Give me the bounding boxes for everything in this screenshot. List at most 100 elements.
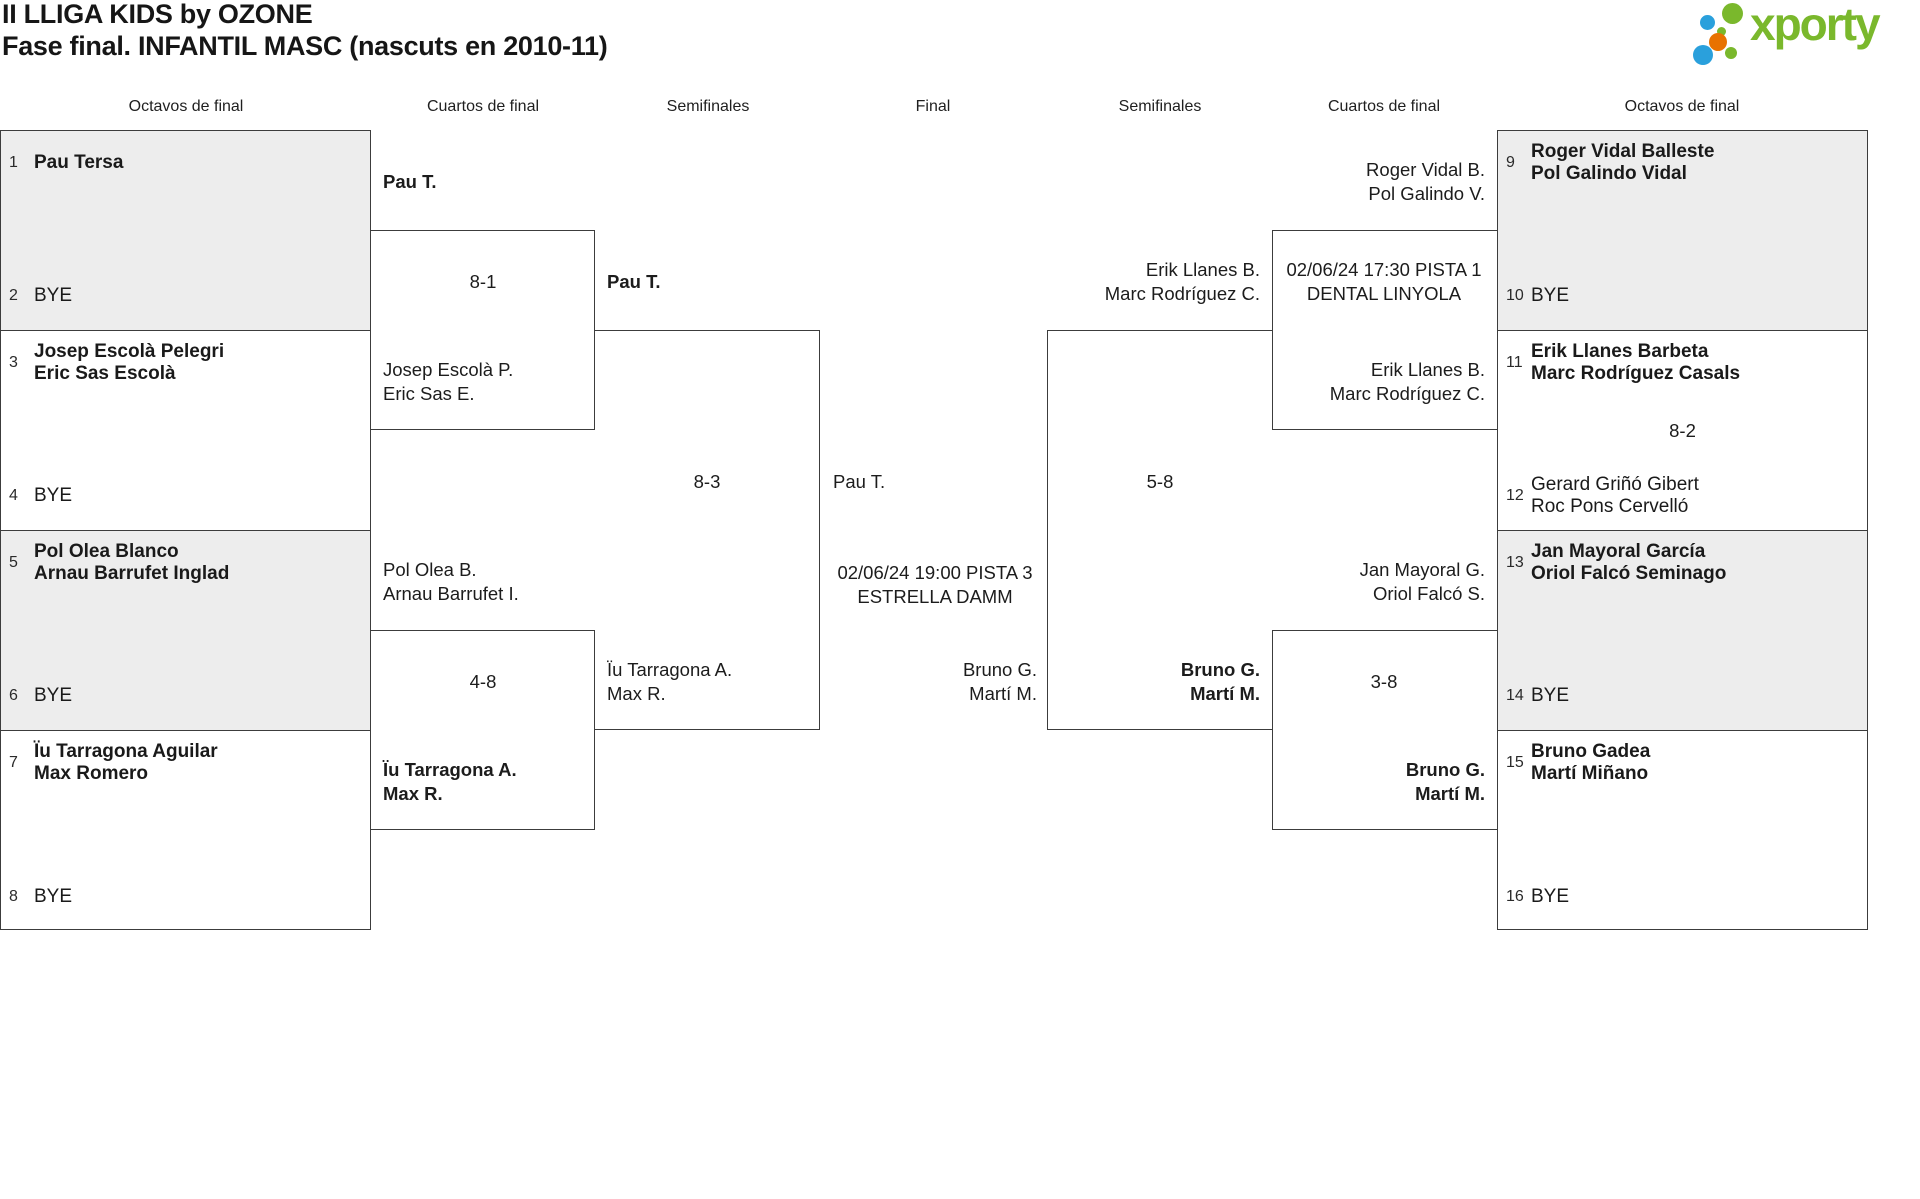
final-left-team: Pau T. [833, 471, 886, 492]
quarterfinal-left-2-lines [371, 630, 595, 830]
qf-right2-bottom-team: Bruno G. Martí M. [1405, 759, 1485, 804]
round-header-cuartos-right: Cuartos de final [1327, 98, 1441, 115]
final-match-info: 02/06/24 19:00 PISTA 3 ESTRELLA DAMM [837, 562, 1033, 607]
bracket-entry: 1 Pau Tersa [9, 141, 364, 185]
qf-left1-score: 8-1 [469, 271, 497, 292]
qf-left1-bottom-team: Josep Escolà P. Eric Sas E. [383, 359, 514, 404]
bracket-entry: 4 BYE [9, 474, 364, 518]
team-name: Jan Mayoral García Oriol Falcó Seminago [1531, 541, 1727, 584]
bracket-entry: 12 Gerard Griñó Gibert Roc Pons Cervelló [1506, 474, 1861, 518]
octavos-right-column: 9 Roger Vidal Balleste Pol Galindo Vidal… [1497, 130, 1868, 930]
bracket-entry: 3 Josep Escolà Pelegri Eric Sas Escolà [9, 341, 364, 385]
match-box-7-8: 7 Ïu Tarragona Aguilar Max Romero 8 BYE [1, 731, 370, 931]
bracket-entry: 9 Roger Vidal Balleste Pol Galindo Vidal [1506, 141, 1861, 185]
round-header-final: Final [915, 98, 951, 115]
team-name: Pau Tersa [34, 152, 124, 173]
qf-right1-top-team: Roger Vidal B. Pol Galindo V. [1366, 159, 1485, 204]
bracket-entry: 13 Jan Mayoral García Oriol Falcó Semina… [1506, 541, 1861, 585]
match-score: 8-2 [1669, 419, 1696, 441]
team-name: BYE [34, 485, 73, 506]
team-name: Josep Escolà Pelegri Eric Sas Escolà [34, 341, 225, 384]
logo-dot-green-tiny [1717, 27, 1726, 36]
page-title: II LLIGA KIDS by OZONE Fase final. INFAN… [2, 0, 608, 62]
seed-number: 12 [1506, 487, 1524, 504]
team-name: Roger Vidal Balleste Pol Galindo Vidal [1531, 141, 1715, 184]
sf-left-top-team: Pau T. [607, 271, 661, 292]
team-name: Bruno Gadea Martí Miñano [1531, 741, 1651, 784]
qf-right1-match-info: 02/06/24 17:30 PISTA 1 DENTAL LINYOLA [1286, 259, 1482, 304]
bracket-entry: 6 BYE [9, 674, 364, 718]
quarterfinal-right-2-lines [1272, 630, 1497, 830]
team-name: BYE [1531, 886, 1570, 907]
team-name: Pol Olea Blanco Arnau Barrufet Inglad [34, 541, 230, 584]
seed-number: 7 [9, 754, 18, 771]
sf-right-score: 5-8 [1146, 471, 1174, 492]
seed-number: 3 [9, 354, 18, 371]
sf-right-top-team: Erik Llanes B. Marc Rodríguez C. [1104, 259, 1260, 304]
bracket-entry: 2 BYE [9, 274, 364, 318]
sf-right-bottom-team: Bruno G. Martí M. [1180, 659, 1260, 704]
sf-left-bottom-team: Ïu Tarragona A. Max R. [607, 659, 733, 704]
seed-number: 4 [9, 487, 18, 504]
phase-subtitle: Fase final. INFANTIL MASC (nascuts en 20… [2, 31, 608, 61]
seed-number: 2 [9, 287, 18, 304]
round-header-semis-left: Semifinales [666, 98, 750, 115]
match-box-3-4: 3 Josep Escolà Pelegri Eric Sas Escolà 4… [1, 331, 370, 531]
semifinal-right-lines [1047, 330, 1272, 730]
qf-left1-top-team: Pau T. [383, 171, 437, 192]
seed-number: 11 [1506, 354, 1523, 371]
logo-wordmark: xporty [1750, 0, 1881, 50]
team-name: BYE [1531, 685, 1570, 706]
quarterfinal-right-1-lines [1272, 230, 1497, 430]
bracket-entry: 5 Pol Olea Blanco Arnau Barrufet Inglad [9, 541, 364, 585]
seed-number: 9 [1506, 154, 1515, 171]
seed-number: 16 [1506, 888, 1524, 905]
tournament-name: II LLIGA KIDS by OZONE [2, 0, 313, 29]
xporty-logo: xporty [1690, 0, 1918, 66]
match-box-9-10: 9 Roger Vidal Balleste Pol Galindo Vidal… [1498, 131, 1867, 331]
qf-right1-bottom-team: Erik Llanes B. Marc Rodríguez C. [1329, 359, 1485, 404]
team-name: BYE [1531, 285, 1570, 306]
logo-dot-orange [1709, 33, 1727, 51]
bracket-entry: 15 Bruno Gadea Martí Miñano [1506, 741, 1861, 785]
team-name: BYE [34, 886, 73, 907]
match-box-1-2: 1 Pau Tersa 2 BYE [1, 131, 370, 331]
logo-dot-green-small [1725, 47, 1737, 59]
sf-left-score: 8-3 [693, 471, 721, 492]
round-header-cuartos-left: Cuartos de final [426, 98, 540, 115]
team-name: BYE [34, 285, 73, 306]
qf-left2-bottom-team: Ïu Tarragona A. Max R. [383, 759, 517, 804]
qf-right2-top-team: Jan Mayoral G. Oriol Falcó S. [1359, 559, 1485, 604]
round-header-octavos-left: Octavos de final [128, 98, 244, 115]
qf-left2-top-team: Pol Olea B. Arnau Barrufet I. [383, 559, 519, 604]
final-right-team: Bruno G. Martí M. [962, 659, 1037, 704]
round-header-octavos-right: Octavos de final [1624, 98, 1740, 115]
team-name: BYE [34, 685, 73, 706]
seed-number: 13 [1506, 554, 1524, 571]
semifinal-left-lines [595, 330, 820, 730]
octavos-left-column: 1 Pau Tersa 2 BYE 3 Josep Escolà Pelegri… [0, 130, 371, 930]
seed-number: 14 [1506, 687, 1524, 704]
team-name: Erik Llanes Barbeta Marc Rodríguez Casal… [1531, 341, 1741, 384]
seed-number: 8 [9, 888, 18, 905]
bracket-entry: 16 BYE [1506, 875, 1861, 919]
round-header-semis-right: Semifinales [1118, 98, 1202, 115]
team-name: Gerard Griñó Gibert Roc Pons Cervelló [1531, 474, 1699, 517]
seed-number: 15 [1506, 754, 1524, 771]
logo-dot-blue-large [1693, 45, 1713, 65]
match-box-5-6: 5 Pol Olea Blanco Arnau Barrufet Inglad … [1, 531, 370, 731]
match-box-15-16: 15 Bruno Gadea Martí Miñano 16 BYE [1498, 731, 1867, 931]
match-box-13-14: 13 Jan Mayoral García Oriol Falcó Semina… [1498, 531, 1867, 731]
logo-dot-green-large [1722, 3, 1743, 24]
seed-number: 1 [9, 154, 18, 171]
qf-right2-score: 3-8 [1370, 671, 1398, 692]
seed-number: 10 [1506, 287, 1524, 304]
bracket-entry: 7 Ïu Tarragona Aguilar Max Romero [9, 741, 364, 785]
team-name: Ïu Tarragona Aguilar Max Romero [34, 741, 218, 784]
bracket-entry: 14 BYE [1506, 674, 1861, 718]
bracket-entry: 11 Erik Llanes Barbeta Marc Rodríguez Ca… [1506, 341, 1861, 385]
match-box-11-12: 11 Erik Llanes Barbeta Marc Rodríguez Ca… [1498, 331, 1867, 531]
qf-left2-score: 4-8 [469, 671, 497, 692]
bracket-entry: 10 BYE [1506, 274, 1861, 318]
